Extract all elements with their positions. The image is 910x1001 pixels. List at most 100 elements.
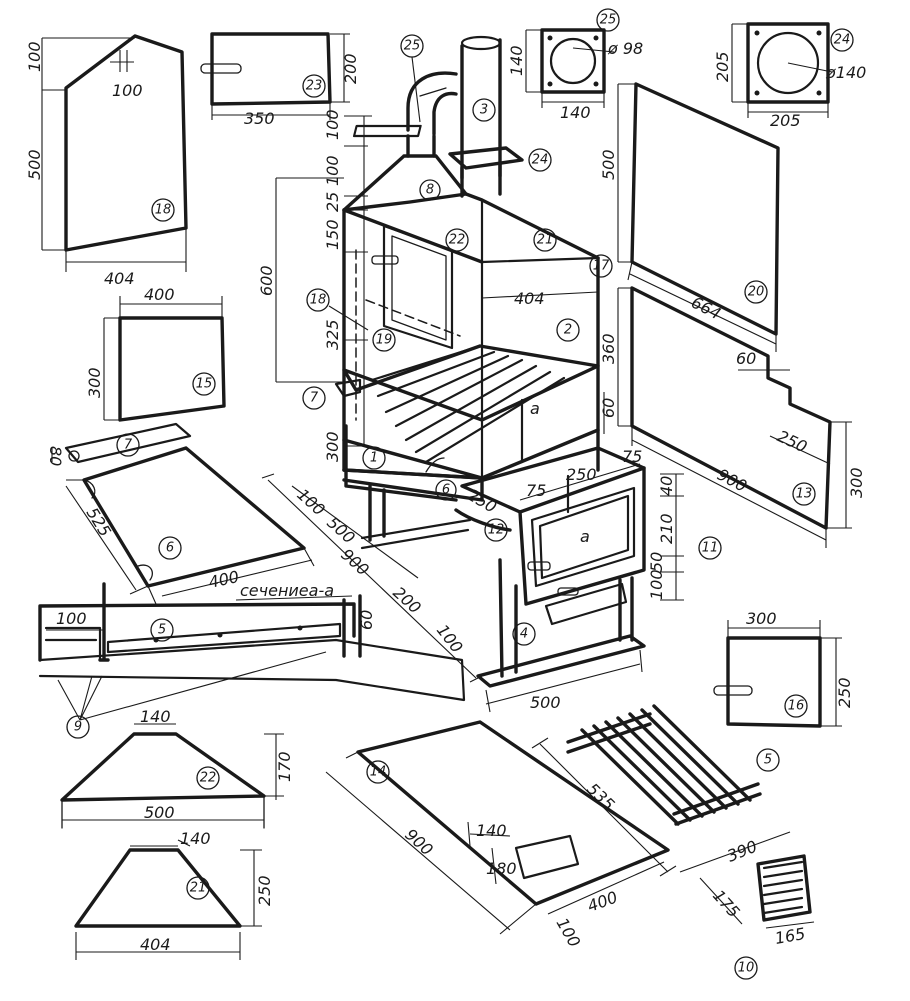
dim-p16-width: 300 [746,609,777,628]
dim-p16-height: 250 [835,677,854,708]
small-grate-bar [762,869,804,879]
tag-16: 16 [788,699,805,714]
part-10-small-grate: 175 165 10 [699,854,815,980]
tag-22-b: 22 [200,771,217,786]
part-18-side-plate: 100 100 500 404 18 [25,34,188,288]
flange-24-plan: 205 205 ø140 24 [713,22,866,130]
small-grate-bar [762,860,804,870]
grate-bar [652,704,752,802]
dim-p18-height: 500 [25,149,44,180]
tag-23: 23 [306,79,323,94]
dim-p5-length: 535 [583,779,618,814]
dim-p22-height: 170 [275,751,294,782]
tag-1: 1 [370,451,378,466]
tag-5-b: 5 [764,753,772,768]
dim-leg-gap: 100 [433,621,467,657]
dim-p22-top: 140 [140,707,171,726]
dim-f25-height: 140 [507,45,526,76]
main-assembly: 3 25 24 22 21 8 17 404 [257,34,722,713]
tag-24-a: 24 [834,33,851,48]
tag-2: 2 [564,323,572,338]
part-13-lower-panel: 360 60 250 900 300 13 [599,286,866,548]
dim-p21-top: 140 [180,829,211,848]
dim-box-top: 40 [657,476,676,496]
section-a-a: сечениеа-а 100 60 5 9 [38,581,466,739]
dim-f24-height: 205 [713,51,732,82]
tag-25-a: 25 [600,13,617,28]
dia-140: ø140 [825,63,866,82]
part-23-door-plate: 350 200 23 [200,32,360,128]
dim-s-pipe: 100 [323,109,342,140]
tag-4: 4 [520,627,528,642]
dim-p14-width: 400 [585,887,620,915]
dim-s-gap: 25 [323,192,342,212]
tag-6-b: 6 [442,483,450,498]
dim-p15-width: 400 [144,285,175,304]
tag-5-a: 5 [158,623,166,638]
tag-18-b: 18 [310,293,327,308]
tag-20: 20 [748,285,765,300]
dim-p14-offset: 100 [553,915,585,951]
dim-sec-60: 60 [357,610,376,630]
dim-p14-hole-h: 180 [486,859,517,878]
dim-p10-length: 175 [709,886,744,921]
small-grate-bar [762,905,804,915]
dim-leg-front: 200 [389,583,424,618]
dim-p21-bottom: 404 [140,935,171,954]
flange-25-plan: 140 140 ø 98 25 [507,8,643,122]
mark-a-box: а [580,527,590,546]
small-grate-bar [762,896,804,906]
tag-15: 15 [196,377,213,392]
dim-p6-length: 525 [83,504,115,540]
dim-p23-width: 350 [244,109,275,128]
dim-s-body: 600 [257,265,276,296]
tag-10: 10 [738,961,755,976]
dim-s-fire: 325 [323,319,342,350]
dim-p23-height: 200 [341,53,360,84]
grate-bar [580,728,680,826]
part-22-trapezoid: 140 170 500 22 [60,707,294,829]
tag-24-b: 24 [532,153,549,168]
tag-25-b: 25 [404,39,421,54]
mark-a-grate: а [530,399,540,418]
dim-p20-height: 500 [599,149,618,180]
dim-box-side2: 75 [622,447,642,466]
grate-bar [604,720,704,818]
dim-p10-width: 165 [773,924,806,948]
tag-7-b: 7 [310,391,319,406]
dim-p13-height: 300 [847,467,866,498]
tag-22-a: 22 [449,233,466,248]
dim-f24-width: 205 [770,111,801,130]
dim-box-door: 210 [657,513,676,544]
section-label: сечениеа-а [240,581,334,600]
dim-sec-100: 100 [56,609,87,628]
dim-box-width: 250 [566,465,597,484]
small-grate-bar [762,887,804,897]
tag-21-a: 21 [537,233,554,248]
dim-p18-notch: 100 [112,81,143,100]
dim-box-bottom: 100 [647,569,666,600]
dim-p15-height: 300 [85,367,104,398]
dim-p21-height: 250 [255,875,274,906]
small-grate-bar [762,878,804,888]
grate-bar [628,712,728,810]
dim-s-hood: 100 [323,155,342,186]
part-16-door: 300 250 16 [713,609,854,728]
tag-17: 17 [593,259,610,274]
tag-7-a: 7 [124,438,133,453]
grate-bar [592,724,692,822]
tag-6-a: 6 [166,541,174,556]
dim-s-lower: 300 [323,431,342,462]
part-14-hearth-plate: 900 140 180 400 100 14 [325,720,670,951]
tag-12: 12 [488,523,505,538]
part-7-strip: 80 7 [46,422,192,466]
grate-bar [616,716,716,814]
part-5-grate: 535 390 5 [531,704,791,877]
part-20-rear-panel: 500 664 20 [599,82,780,352]
tag-11: 11 [702,541,719,556]
tag-14: 14 [370,765,387,780]
tag-21-b: 21 [190,881,207,896]
tag-18-a: 18 [155,203,172,218]
dim-p5-width: 390 [724,837,759,866]
